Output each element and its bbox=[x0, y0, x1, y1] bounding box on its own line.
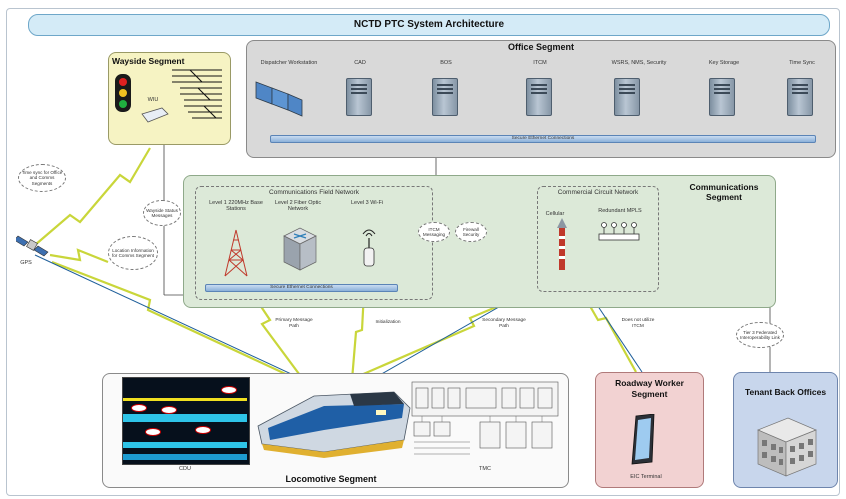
initialization-label: Initialization bbox=[375, 320, 401, 325]
tmc-label: TMC bbox=[479, 466, 491, 472]
office-building-icon bbox=[757, 417, 817, 477]
gps-satellite-icon bbox=[16, 235, 49, 257]
tenant-back-offices-title: Tenant Back Offices bbox=[744, 387, 827, 397]
time-sync-server-icon bbox=[787, 78, 813, 116]
office-segment-title: Office Segment bbox=[507, 42, 574, 52]
cad-label: CAD bbox=[354, 60, 366, 66]
cell-tower-icon bbox=[557, 218, 567, 270]
cellular-label: Cellular bbox=[545, 211, 565, 217]
level1-label: Level 1 220MHz Base Stations bbox=[209, 200, 263, 213]
bolt-gps-location bbox=[49, 248, 109, 264]
bos-server-icon bbox=[432, 78, 458, 116]
field-ethernet-bar: Secure Ethernet Connections bbox=[205, 284, 398, 292]
wifi-access-point-icon bbox=[362, 229, 376, 267]
wsrs-label: WSRS, NMS, Security bbox=[611, 60, 667, 66]
field-network-box bbox=[195, 186, 433, 300]
level3-label: Level 3 Wi-Fi bbox=[350, 200, 384, 206]
field-network-title: Communications Field Network bbox=[269, 189, 359, 196]
locomotive-segment-title: Locomotive Segment bbox=[285, 474, 377, 484]
commercial-network-title: Commercial Circuit Network bbox=[557, 189, 639, 196]
tmc-schematic-icon bbox=[411, 381, 559, 455]
line-gps-loco bbox=[34, 254, 331, 393]
tier3-link-note: Tier 3 Federated Interoperability Link bbox=[736, 322, 784, 348]
diagram-title: NCTD PTC System Architecture bbox=[28, 14, 830, 36]
dispatcher-workstation-icon bbox=[255, 81, 303, 117]
roadway-worker-segment-title: Roadway Worker Segment bbox=[615, 378, 684, 399]
commercial-network-box bbox=[537, 186, 659, 292]
cdu-label: CDU bbox=[179, 466, 191, 472]
eic-terminal-label: EIC Terminal bbox=[630, 474, 662, 480]
no-itcm-label: Does not utilize ITCM bbox=[621, 318, 655, 329]
locomotive-train-icon bbox=[257, 391, 411, 458]
wayside-segment-title: Wayside Segment bbox=[112, 56, 185, 66]
diagram-frame bbox=[6, 8, 840, 496]
dispatcher-workstation-label: Dispatcher Workstation bbox=[260, 60, 318, 66]
office-ethernet-bar: Secure Ethernet Connections bbox=[270, 135, 816, 143]
firewall-security-note: Firewall Security bbox=[455, 222, 487, 242]
key-storage-server-icon bbox=[709, 78, 735, 116]
wayside-status-note: Wayside Status Messages bbox=[143, 200, 181, 226]
time-sync-label: Time Sync bbox=[789, 60, 815, 66]
time-sync-note: Time sync for Office and Comms Segments bbox=[18, 164, 66, 192]
gps-label: GPS bbox=[20, 260, 32, 266]
secondary-path-label: Secondary Message Path bbox=[482, 318, 526, 329]
communications-segment-title: Communications Segment bbox=[689, 182, 759, 203]
fiber-switch-icon bbox=[283, 227, 317, 271]
bos-label: BOS bbox=[440, 60, 452, 66]
wiu-device-icon bbox=[141, 107, 169, 123]
cdu-screen bbox=[122, 377, 250, 465]
itcm-messaging-note: ITCM Messaging bbox=[418, 222, 450, 242]
itcm-label: ITCM bbox=[533, 60, 547, 66]
primary-path-label: Primary Message Path bbox=[275, 318, 313, 329]
mpls-router-icon bbox=[598, 222, 640, 241]
bolt-gps-loco bbox=[51, 260, 306, 384]
bolt-gps-wayside bbox=[34, 147, 151, 246]
itcm-server-icon bbox=[526, 78, 552, 116]
eic-terminal-icon bbox=[631, 414, 655, 465]
signal-light-icon bbox=[115, 74, 131, 112]
location-info-note: Location Information for Comms Segment bbox=[108, 236, 158, 270]
track-schematic-icon bbox=[172, 69, 222, 119]
mpls-label: Redundant MPLS bbox=[598, 208, 642, 214]
key-storage-label: Key Storage bbox=[708, 60, 740, 66]
radio-tower-icon bbox=[224, 229, 248, 277]
level2-label: Level 2 Fiber Optic Network bbox=[274, 200, 322, 213]
wiu-label: WIU bbox=[147, 97, 159, 103]
wsrs-server-icon bbox=[614, 78, 640, 116]
cad-server-icon bbox=[346, 78, 372, 116]
